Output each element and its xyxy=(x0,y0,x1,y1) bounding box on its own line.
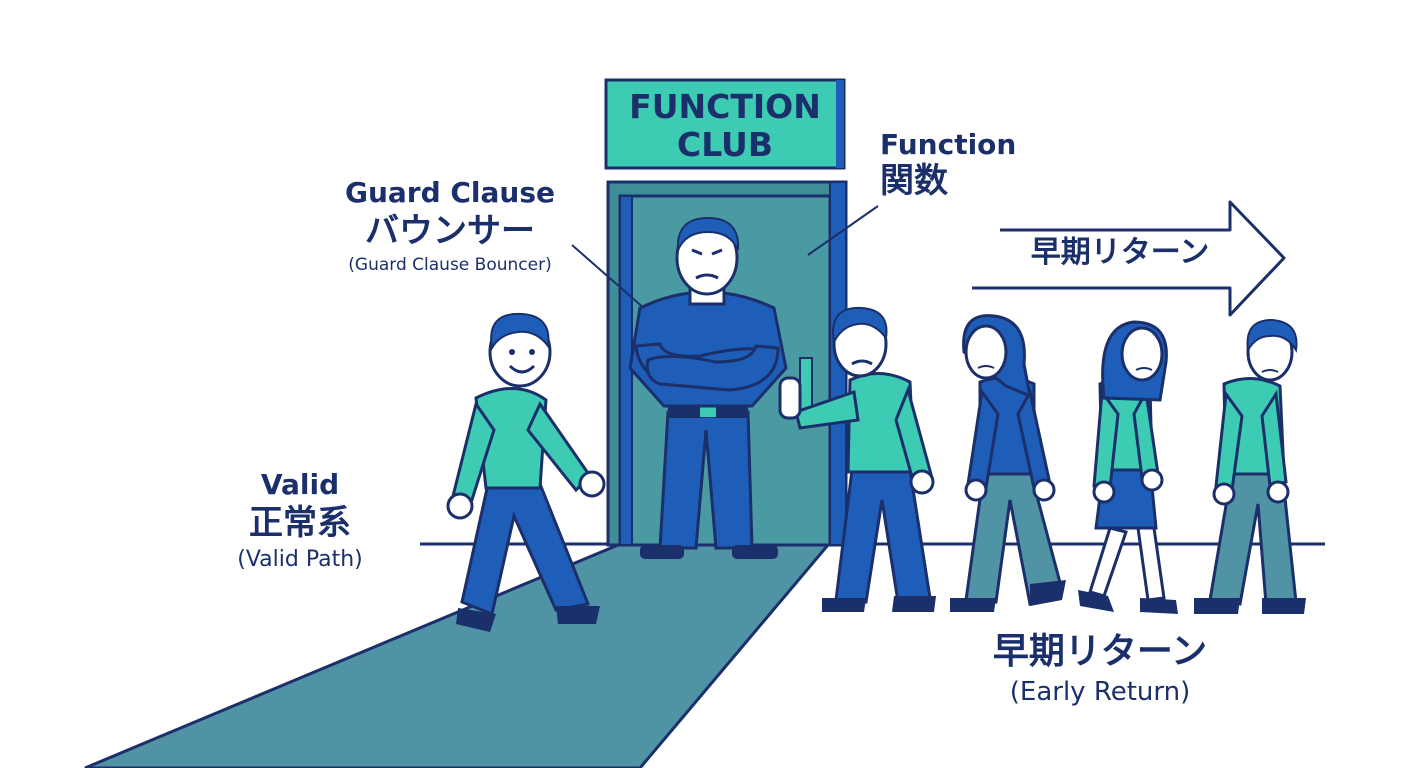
early-return-arrow-label: 早期リターン xyxy=(1030,235,1210,270)
early-return-jp: 早期リターン xyxy=(992,631,1208,672)
carpet-valid-path xyxy=(84,543,832,768)
valid-person-figure xyxy=(446,312,606,632)
valid-label: Valid 正常系 (Valid Path) xyxy=(200,468,400,573)
club-sign-line2: CLUB xyxy=(676,125,774,164)
valid-title: Valid xyxy=(260,468,340,501)
early-return-label: 早期リターン (Early Return) xyxy=(960,632,1240,706)
valid-jp: 正常系 xyxy=(249,502,351,543)
early-return-en: (Early Return) xyxy=(1009,676,1191,707)
valid-en: (Valid Path) xyxy=(237,547,363,573)
guard-clause-label: Guard Clause バウンサー (Guard Clause Bouncer… xyxy=(300,176,600,276)
guard-clause-title: Guard Clause xyxy=(344,176,556,209)
rejected-person-4-figure xyxy=(1194,318,1306,614)
guard-clause-en: (Guard Clause Bouncer) xyxy=(348,255,552,276)
guard-clause-jp: バウンサー xyxy=(365,210,535,251)
rejected-person-2-figure xyxy=(950,314,1066,612)
function-jp: 関数 xyxy=(880,160,948,201)
function-label: Function 関数 xyxy=(880,128,1060,201)
bouncer-figure xyxy=(628,216,788,559)
guard-pointer-line xyxy=(571,244,647,311)
rejected-person-1-figure xyxy=(778,306,936,612)
club-sign-text: FUNCTION CLUB xyxy=(606,88,844,164)
club-sign-line1: FUNCTION xyxy=(629,87,821,126)
club-sign xyxy=(604,78,846,170)
rejected-person-3-figure xyxy=(1078,320,1178,614)
function-pointer-line xyxy=(807,205,879,256)
early-return-arrow xyxy=(972,200,1286,317)
function-title: Function xyxy=(880,128,1017,161)
